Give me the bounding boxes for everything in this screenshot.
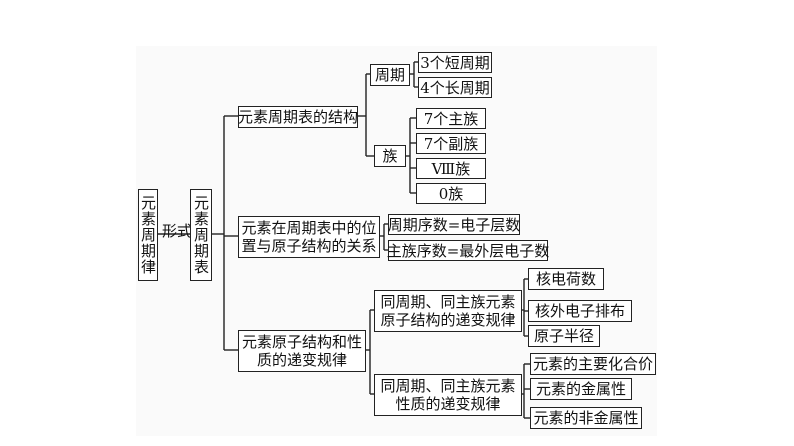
nonmetallic-node: 元素的非金属性 [530, 407, 642, 429]
main-group-node: 7个主族 [416, 108, 486, 129]
property-trend-node: 同周期、同主族元素 性质的递变规律 [374, 374, 522, 416]
long-period-node: 4个长周期 [418, 77, 492, 98]
property-trend-line2: 性质的递变规律 [395, 395, 501, 413]
branch-position-node: 元素在周期表中的位 置与原子结构的关系 [238, 216, 380, 258]
branch-position-line1: 元素在周期表中的位 [241, 219, 377, 237]
branch-trend-line1: 元素原子结构和性 [241, 333, 362, 351]
sub-group-node: 7个副族 [416, 133, 486, 154]
atomic-radius-node: 原子半径 [528, 325, 600, 347]
metallic-node: 元素的金属性 [530, 378, 632, 400]
structure-trend-line1: 同周期、同主族元素 [380, 293, 516, 311]
period-node: 周期 [370, 64, 410, 86]
structure-trend-node: 同周期、同主族元素 原子结构的递变规律 [374, 290, 522, 332]
root-node: 元素周期律 [138, 189, 158, 281]
group-node: 族 [374, 145, 406, 167]
branch-position-line2: 置与原子结构的关系 [241, 237, 377, 255]
branch-trend-node: 元素原子结构和性 质的递变规律 [238, 330, 366, 372]
link-label: 形式 [162, 222, 193, 240]
structure-trend-line2: 原子结构的递变规律 [380, 311, 516, 329]
valence-node: 元素的主要化合价 [530, 353, 656, 375]
nuclear-charge-node: 核电荷数 [528, 268, 604, 290]
property-trend-line1: 同周期、同主族元素 [380, 377, 516, 395]
main-group-number-node: 主族序数=最外层电子数 [386, 240, 550, 261]
short-period-node: 3个短周期 [418, 52, 492, 73]
branch-structure-node: 元素周期表的结构 [238, 106, 359, 128]
group-viii-node: Ⅷ族 [416, 158, 486, 179]
electron-config-node: 核外电子排布 [528, 300, 632, 322]
periodic-table-node: 元素周期表 [190, 189, 212, 281]
branch-trend-line2: 质的递变规律 [256, 351, 347, 369]
group-zero-node: 0族 [416, 183, 486, 204]
period-number-node: 周期序数=电子层数 [387, 214, 521, 235]
